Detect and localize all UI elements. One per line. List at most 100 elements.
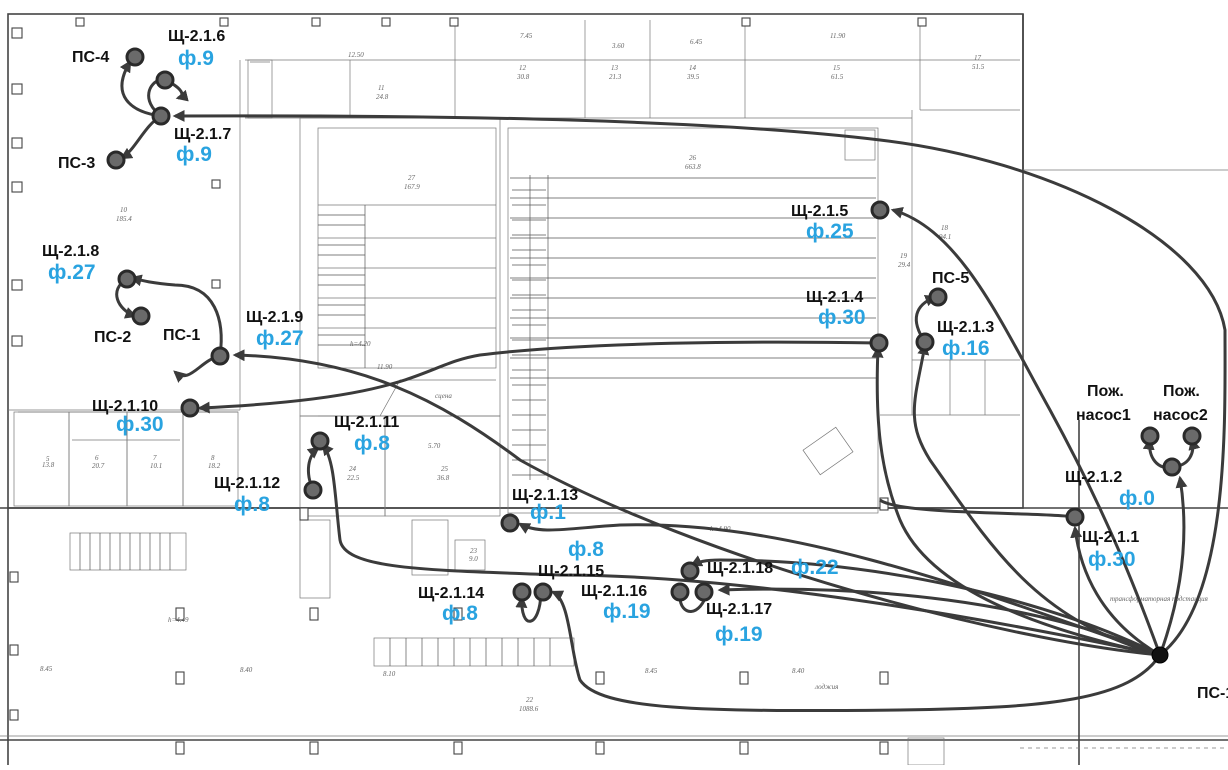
node-ps4 [125,47,145,67]
route-2-1-7-ps4 [119,59,162,118]
node-2-1-3 [915,332,935,352]
panel-label-ps4: ПС-4 [72,49,109,66]
panel-label-p2110: Щ-2.1.10 [92,398,158,415]
panel-labels: ПС-1ПС-1ПС-2ПС-3ПС-4ПС-5Щ-2.1.1Щ-2.1.2Щ-… [42,28,1228,702]
plan-label-r16: 17 [974,54,982,62]
panel-label-p2112: Щ-2.1.12 [214,475,280,492]
node-2-1-1 [1065,507,1085,527]
plan-label-r42: 8 [211,454,215,462]
panel-label-p2111: Щ-2.1.11 [334,414,399,431]
plan-label-r25: 94.1 [939,233,951,241]
plan-label-r43: 18.2 [208,462,221,470]
node-2-1-9 [210,346,230,366]
plan-label-r3: 3.60 [611,42,625,50]
panel-label-pump2_a: Пож. [1163,383,1200,400]
route-ps1-2-1-4 [871,345,1161,657]
route-2-1-4-2-1-10 [197,340,879,414]
node-ps3 [106,150,126,170]
route-ps1-2-1-7 [172,109,1227,657]
plan-label-r2: 7.45 [520,32,533,40]
plan-label-r45: 23 [470,547,478,555]
node-2-1-15 [533,582,553,602]
cable-routes [115,59,1227,713]
panel-label-p218: Щ-2.1.8 [42,243,99,260]
plan-label-r48: 22 [526,696,534,704]
plan-label-r13: 39.5 [686,73,700,81]
plan-label-r32: 24 [349,465,357,473]
plan-label-r34: 25 [441,465,449,473]
panel-label-ps2: ПС-2 [94,329,131,346]
node-ps2 [131,306,151,326]
node-2-1-14 [512,582,532,602]
plan-label-r22: 10 [120,206,128,214]
plan-label-r7: 24.8 [376,93,389,101]
phase-label-f214: ф.30 [818,306,866,329]
plan-label-r33: 22.5 [347,474,360,482]
phase-label-f217: ф.9 [176,143,212,166]
plan-label-r15: 61.5 [831,73,844,81]
plan-label-r6: 11 [378,84,384,92]
panel-label-pump1_a: Пож. [1087,383,1124,400]
panel-label-p2116: Щ-2.1.16 [581,583,647,600]
plan-label-r12: 14 [689,64,697,72]
plan-label-r24: 18 [941,224,949,232]
plan-label-r41: 10.1 [150,462,162,470]
node-2-1-2 [1162,457,1182,477]
plan-label-r49: 1088.6 [519,705,539,713]
node-2-1-6 [155,70,175,90]
node-2-1-12 [303,480,323,500]
panel-label-ps3: ПС-3 [58,155,95,172]
panel-label-p2115: Щ-2.1.15 [538,563,604,580]
phase-label-f2118: ф.22 [791,556,839,579]
plan-label-r20: 26 [689,154,697,162]
node-2-1-5 [870,200,890,220]
phase-label-f2112: ф.8 [234,493,270,516]
phase-label-f2111: ф.8 [354,432,390,455]
route-ps1-2-1-1 [1070,525,1161,657]
route-ps1-2-1-13 [517,522,1161,657]
plan-label-r37: 13.8 [42,461,55,469]
route-ps1-2-1-16 [717,583,1161,657]
plan-label-r10: 13 [611,64,619,72]
panel-label-p216: Щ-2.1.6 [168,28,225,45]
plan-label-r9: 30.8 [516,73,530,81]
phase-label-f219: ф.27 [256,327,304,350]
node-2-1-8 [117,269,137,289]
route-2-1-15-2-1-14 [515,591,543,623]
phase-label-f211: ф.30 [1088,548,1136,571]
node-2-1-11 [310,431,330,451]
node-2-1-16 [670,582,690,602]
plan-label-r29: 11.90 [377,363,393,371]
panel-label-p217: Щ-2.1.7 [174,126,231,143]
phase-label-f2116: ф.19 [603,600,651,623]
node-2-1-17 [694,582,714,602]
phase-label-f2117: ф.19 [715,623,763,646]
panel-label-ps5: ПС-5 [932,270,969,287]
panel-label-p219: Щ-2.1.9 [246,309,303,326]
plan-label-r46: 9.0 [469,555,478,563]
phase-label-f2110: ф.30 [116,413,164,436]
plan-label-r4: 6.45 [690,38,703,46]
route-2-1-1-loop [879,498,1076,519]
route-ps1-2-1-15 [550,590,1162,713]
panel-label-p212: Щ-2.1.2 [1065,469,1122,486]
plan-label-r11: 21.3 [609,73,622,81]
plan-label-r35: 36.8 [436,474,450,482]
plan-label-r8: 12 [519,64,527,72]
node-ps5 [928,287,948,307]
plan-label-r5: 11.90 [830,32,846,40]
plan-label-r53: 8.45 [645,667,658,675]
phase-label-f2113: ф.1 [530,501,566,524]
plan-label-r56: трансформаторная подстанция [1110,595,1208,603]
route-ps1-2-1-2 [1158,475,1188,656]
panel-label-p213: Щ-2.1.3 [937,319,994,336]
phase-label-f215: ф.25 [806,220,854,243]
phase-label-f213: ф.16 [942,337,990,360]
panel-label-p2113: Щ-2.1.13 [512,487,578,504]
plan-label-r55: лоджия [814,683,838,691]
phase-label-f2113b: ф.8 [568,538,604,561]
node-2-1-13 [500,513,520,533]
route-2-1-9-2-1-8 [129,274,223,357]
phase-label-f212: ф.0 [1119,487,1155,510]
